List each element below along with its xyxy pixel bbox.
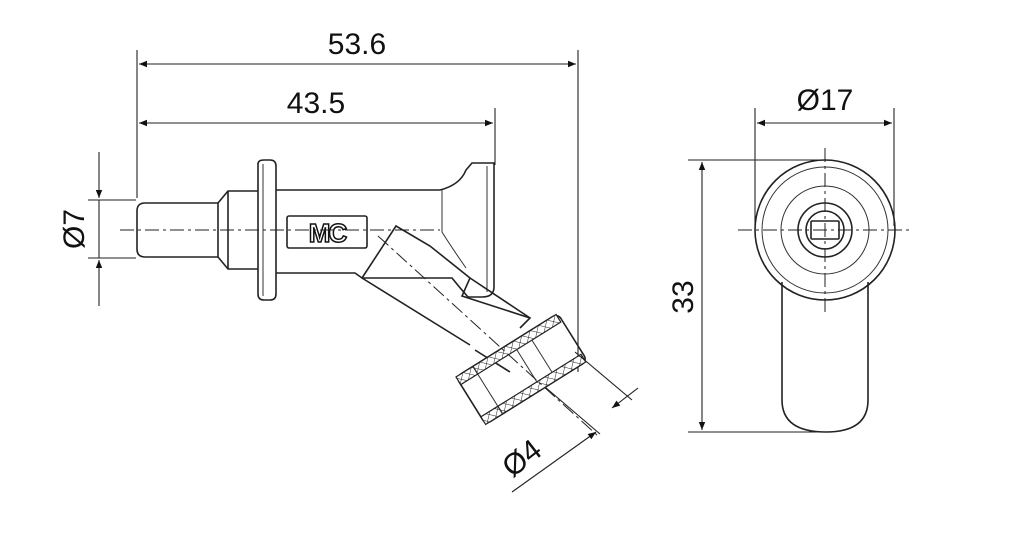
side-view: 53.6 43.5 Ø7 MC bbox=[58, 28, 639, 493]
knurled-socket bbox=[455, 313, 587, 426]
dim-overall-length: 53.6 bbox=[328, 28, 386, 61]
end-view: Ø17 33 bbox=[667, 84, 912, 433]
knurl-bottom bbox=[497, 353, 587, 415]
logo-box bbox=[286, 215, 368, 249]
head-curve bbox=[441, 190, 467, 269]
dim-line-socket bbox=[511, 431, 597, 493]
step-collar bbox=[217, 190, 258, 270]
mc-logo: MC bbox=[309, 218, 348, 248]
dim-head-diameter: Ø17 bbox=[797, 84, 854, 117]
dim-pin-diameter: Ø7 bbox=[58, 209, 91, 249]
dim-socket-diameter: Ø4 bbox=[496, 433, 548, 484]
pin bbox=[136, 202, 218, 258]
dim-height: 33 bbox=[667, 280, 700, 313]
stem bbox=[781, 282, 869, 433]
center-line-angled bbox=[377, 235, 599, 437]
dim-body-length: 43.5 bbox=[287, 87, 345, 120]
ext-line-socket-b bbox=[574, 351, 633, 401]
dim-line-socket-out bbox=[611, 387, 639, 409]
ext-line-socket-a bbox=[544, 386, 601, 435]
angled-arm bbox=[361, 224, 531, 346]
body bbox=[276, 162, 495, 298]
